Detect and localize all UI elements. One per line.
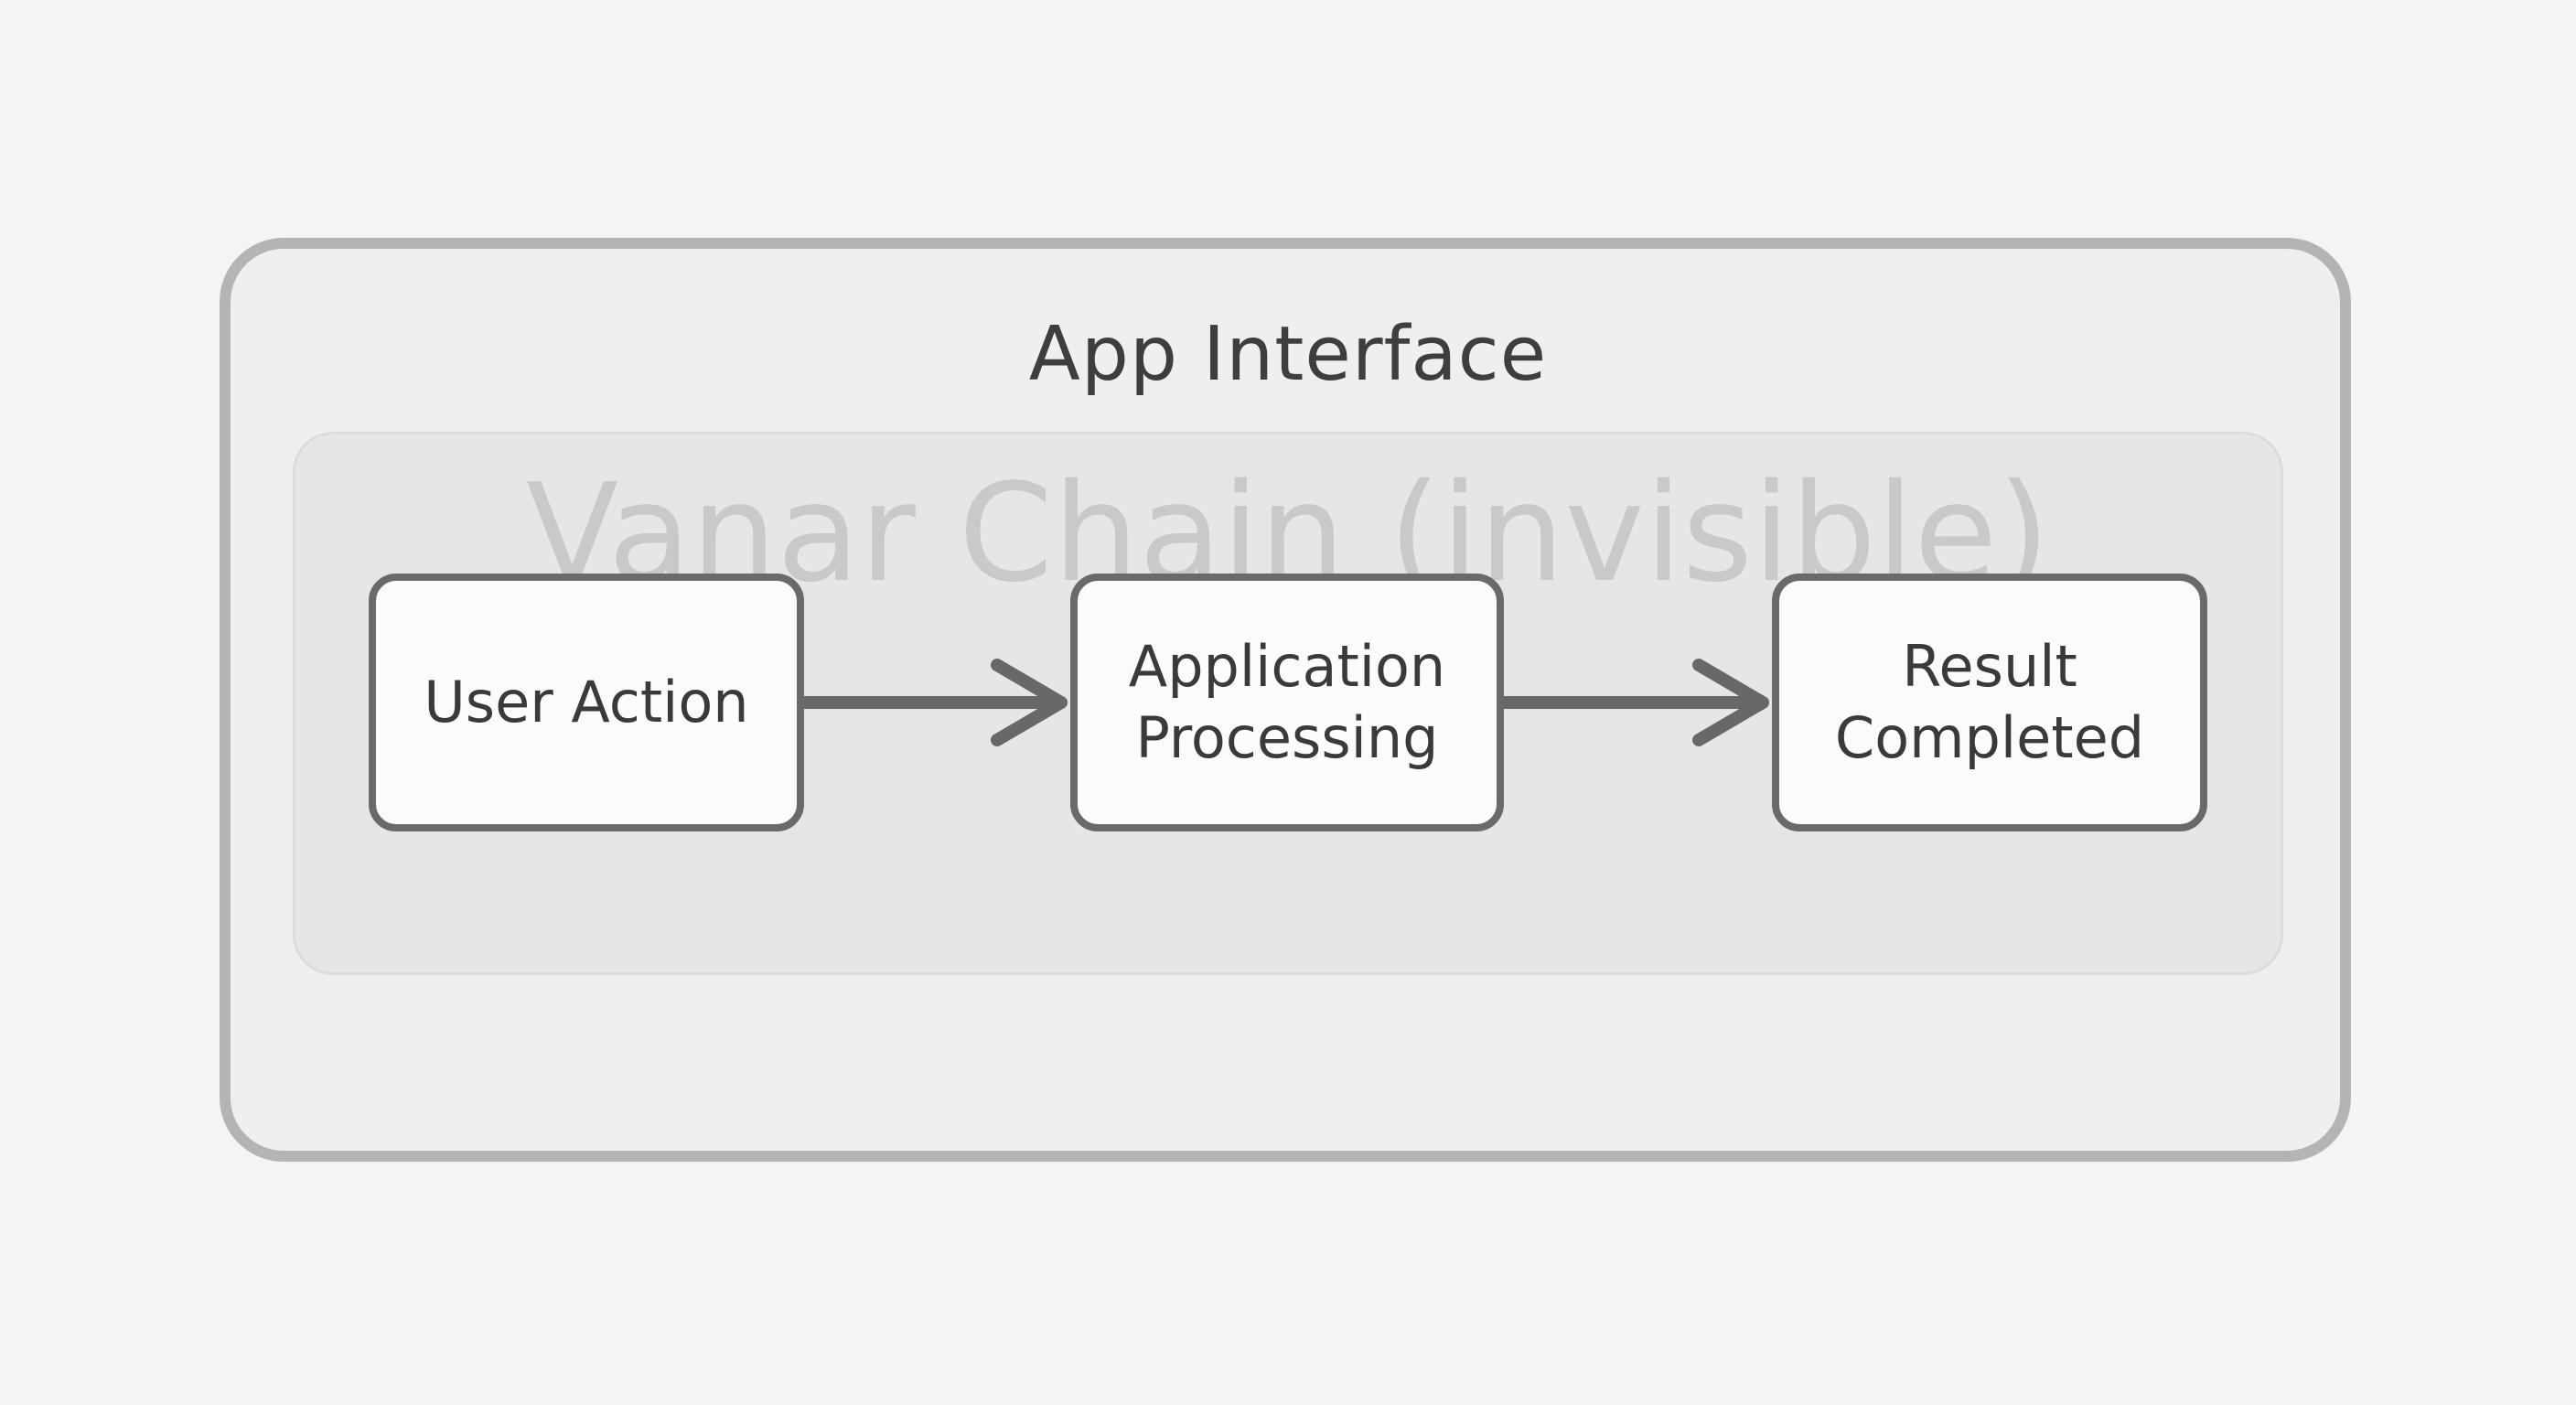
application-processing-label: Application Processing — [1128, 633, 1446, 771]
user-action-node: User Action — [369, 574, 804, 831]
diagram-title: App Interface — [1028, 311, 1548, 398]
result-completed-label: Result Completed — [1834, 633, 2145, 771]
user-action-label: User Action — [424, 669, 749, 735]
application-processing-node: Application Processing — [1070, 574, 1504, 831]
result-completed-node: Result Completed — [1772, 574, 2207, 831]
